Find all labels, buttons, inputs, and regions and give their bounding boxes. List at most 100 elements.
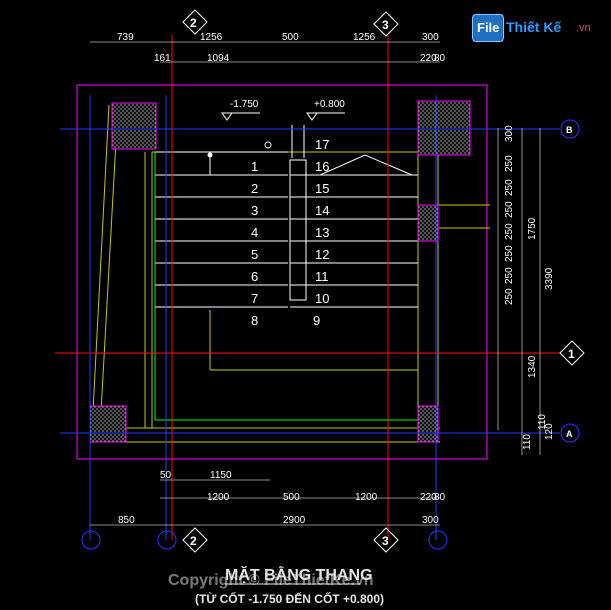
logo-name: Thiết Kế [506,19,562,35]
column-bottom-right [417,405,439,443]
step-number: 16 [315,159,329,174]
dim-text: 500 [282,32,299,43]
outer-boundary [76,84,488,460]
step-number: 4 [251,225,258,240]
step-number: 3 [251,203,258,218]
dim-text: 161 [154,53,171,64]
level-marker-left: -1.750 [221,99,260,121]
step-number: 17 [315,137,329,152]
step-number: 11 [315,269,329,284]
axis-bubble-1: 1 [559,340,585,366]
dims-top: 739 1256 500 1256 300 161 1094 220 80 [117,32,446,64]
axis-bubble-2-top: 2 [182,9,208,35]
dim-text: 3390 [544,267,555,290]
logo-badge: File [472,14,504,42]
step-number: 2 [251,181,258,196]
axis-bubble-2-bottom: 2 [182,527,208,553]
axis-label: 2 [190,534,197,548]
dim-text: 80 [434,492,446,503]
step-number: 10 [315,291,329,306]
column-bottom-left [89,405,127,443]
step-number: 1 [251,159,258,174]
step-number: 8 [251,313,258,328]
drawing-subtitle: (TỪ CỐT -1.750 ĐẾN CỐT +0.800) [195,591,384,606]
dim-text: 1750 [527,217,538,240]
step-number: 9 [313,313,320,328]
step-numbers-right: 17 16 15 14 13 12 11 10 9 [313,137,329,328]
step-number: 7 [251,291,258,306]
column-top-right [417,100,471,156]
dim-text: 250 [504,155,515,172]
stringer [289,159,307,301]
dim-text: 250 [504,179,515,196]
axis-bubble-B: B [560,119,580,139]
step-number: 5 [251,247,258,262]
dim-text: 120 [544,423,555,440]
axis-label: B [566,125,573,135]
step-number: 13 [315,225,329,240]
landing-line [319,154,413,176]
green-lines [154,152,418,421]
axis-label: 2 [190,16,197,30]
dim-text: 1150 [210,470,232,481]
dims-bottom: 50 1150 1200 500 1200 220 80 850 2900 30… [118,470,446,526]
dim-text: 250 [504,288,515,305]
level-left-label: -1.750 [230,99,259,110]
dim-text: 2900 [283,515,306,526]
dim-text: 220 [420,492,437,503]
dim-text: 300 [422,32,439,43]
dim-text: 300 [422,515,439,526]
column-mid-right [417,204,439,242]
dim-text: 1200 [355,492,378,503]
column-top-left [111,102,157,150]
handrail-top [291,125,305,158]
site-logo[interactable]: File Thiết Kế .vn [472,14,604,42]
step-numbers-left: 1 2 3 4 5 6 7 8 [251,159,258,328]
dim-text: 250 [504,223,515,240]
step-number: 12 [315,247,329,262]
logo-tld: .vn [576,22,591,34]
dim-text: 850 [118,515,135,526]
axis-bubble-left-2 [157,530,177,550]
stair-treads-right [290,174,418,308]
dim-text: 110 [537,414,548,430]
step-number: 14 [315,203,329,218]
watermark-text: Copyright © FileThietKe.vn [168,572,374,589]
axis-label: A [566,429,573,439]
level-right-label: +0.800 [314,99,345,110]
dim-text: 1256 [353,32,376,43]
dim-text: 500 [283,492,300,503]
step-number: 15 [315,181,329,196]
grid-lines-red [55,35,560,540]
step-number: 6 [251,269,258,284]
dimension-lines [90,41,541,526]
drawing-title: MẶT BẰNG THANG [225,565,373,584]
dim-text: 80 [434,53,446,64]
dim-text: 300 [504,125,515,142]
dim-text: 250 [504,245,515,262]
axis-label: 3 [382,18,389,32]
axis-bubble-right [428,530,448,550]
dim-text: 739 [117,32,134,43]
axis-label: 3 [382,534,389,548]
dim-text: 1094 [207,53,230,64]
axis-bubble-left-1 [81,530,101,550]
dim-text: 1340 [527,355,538,378]
dim-text: 250 [504,267,515,284]
dim-text: 50 [160,470,172,481]
axis-label: 1 [568,347,575,361]
dim-text: 1256 [200,32,223,43]
axis-bubble-3-bottom: 3 [373,527,399,553]
axis-bubble-3-top: 3 [373,11,399,37]
dims-right: 300 250 250 250 250 250 250 250 1750 134… [504,125,555,450]
dim-text: 220 [420,53,437,64]
axis-bubble-A: A [560,423,580,443]
grid-lines-blue [60,95,560,540]
rail-post [264,141,272,149]
dim-text: 1200 [207,492,230,503]
level-marker-right: +0.800 [306,99,345,121]
dim-text: 110 [522,434,533,450]
dim-text: 250 [504,201,515,218]
stair-treads-left [155,151,288,308]
